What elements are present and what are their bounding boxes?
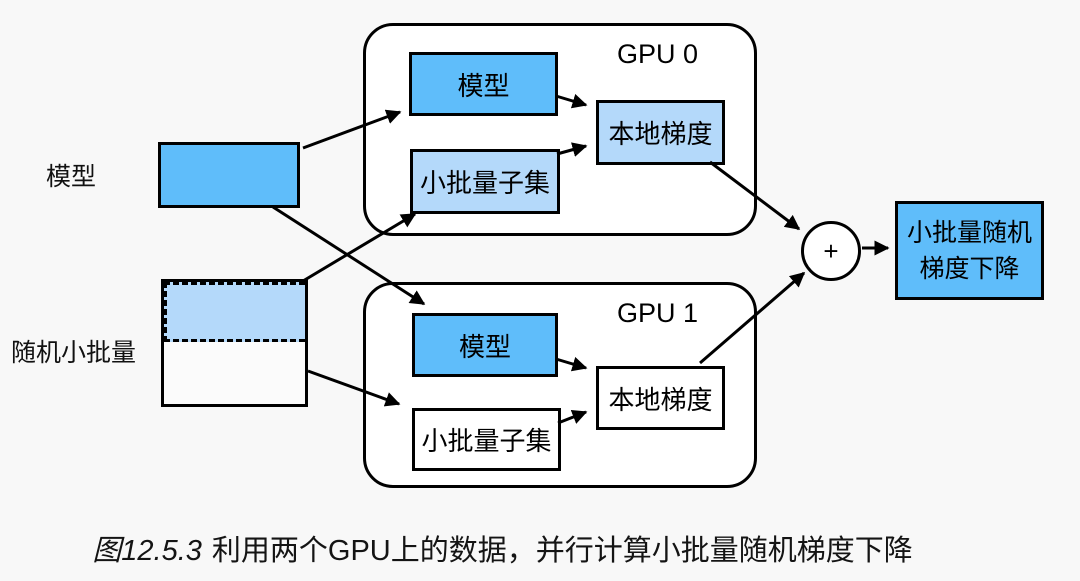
gpu1-model-box: 模型: [412, 313, 558, 377]
model-source-box: [158, 142, 300, 208]
sgd-output-line1: 小批量随机: [906, 218, 1032, 247]
gpu0-subset-box: 小批量子集: [410, 149, 560, 214]
plus-icon: +: [823, 235, 839, 266]
caption-text: 利用两个GPU上的数据，并行计算小批量随机梯度下降: [211, 535, 913, 567]
gpu1-container: GPU 1 模型 小批量子集 本地梯度: [363, 282, 757, 488]
gpu0-model-label: 模型: [457, 70, 510, 101]
gpu0-subset-label: 小批量子集: [419, 168, 550, 198]
sum-circle: +: [801, 221, 861, 281]
figure-caption: 图12.5.3 利用两个GPU上的数据，并行计算小批量随机梯度下降: [0, 527, 1005, 569]
figure-number: 图12.5.3: [92, 535, 202, 567]
gpu1-subset-label: 小批量子集: [421, 426, 552, 456]
model-source-label: 模型: [46, 163, 97, 191]
minibatch-gpu0-portion: [164, 282, 305, 342]
gpu1-title: GPU 1: [616, 298, 698, 328]
gpu0-gradient-box: 本地梯度: [596, 100, 725, 165]
gpu1-gradient-box: 本地梯度: [596, 366, 725, 430]
gpu0-title: GPU 0: [616, 39, 698, 69]
gpu1-model-label: 模型: [458, 331, 511, 362]
gpu1-subset-box: 小批量子集: [412, 408, 561, 471]
sgd-output-line2: 梯度下降: [919, 254, 1020, 283]
gpu0-model-box: 模型: [409, 52, 558, 116]
sgd-output-box: 小批量随机 梯度下降: [895, 201, 1044, 300]
random-minibatch-label: 随机小批量: [11, 339, 137, 367]
gpu0-container: GPU 0 模型 小批量子集 本地梯度: [363, 23, 757, 236]
gpu1-gradient-label: 本地梯度: [608, 384, 713, 415]
random-minibatch-box: [161, 279, 308, 407]
gpu0-gradient-label: 本地梯度: [608, 119, 713, 149]
